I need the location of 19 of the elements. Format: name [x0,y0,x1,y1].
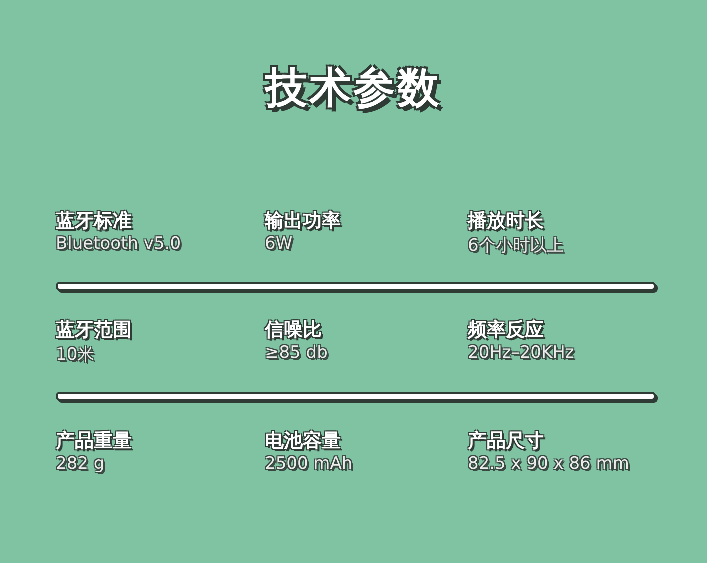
spec-heading: 产品尺寸 [468,429,544,454]
spec-heading: 产品重量 [56,429,132,454]
spec-value: 6W [265,234,293,254]
spec-value: Bluetooth v5.0 [56,234,182,254]
spec-heading: 蓝牙范围 [56,318,132,343]
spec-value: 82.5 x 90 x 86 mm [468,454,630,474]
spec-value: 6个小时以上 [468,235,564,257]
spec-heading: 电池容量 [265,429,341,454]
spec-heading: 信噪比 [265,318,322,343]
spec-heading: 蓝牙标准 [56,209,132,234]
spec-heading: 输出功率 [265,209,341,234]
spec-value: 2500 mAh [265,454,353,474]
spec-value: 10米 [56,344,95,366]
spec-value: 20Hz–20KHz [468,343,574,363]
spec-heading: 播放时长 [468,209,544,234]
spec-heading: 频率反应 [468,318,544,343]
spec-value: 282 g [56,454,105,474]
title: 技术参数 [264,62,442,114]
spec-value: ≥85 db [265,343,328,363]
